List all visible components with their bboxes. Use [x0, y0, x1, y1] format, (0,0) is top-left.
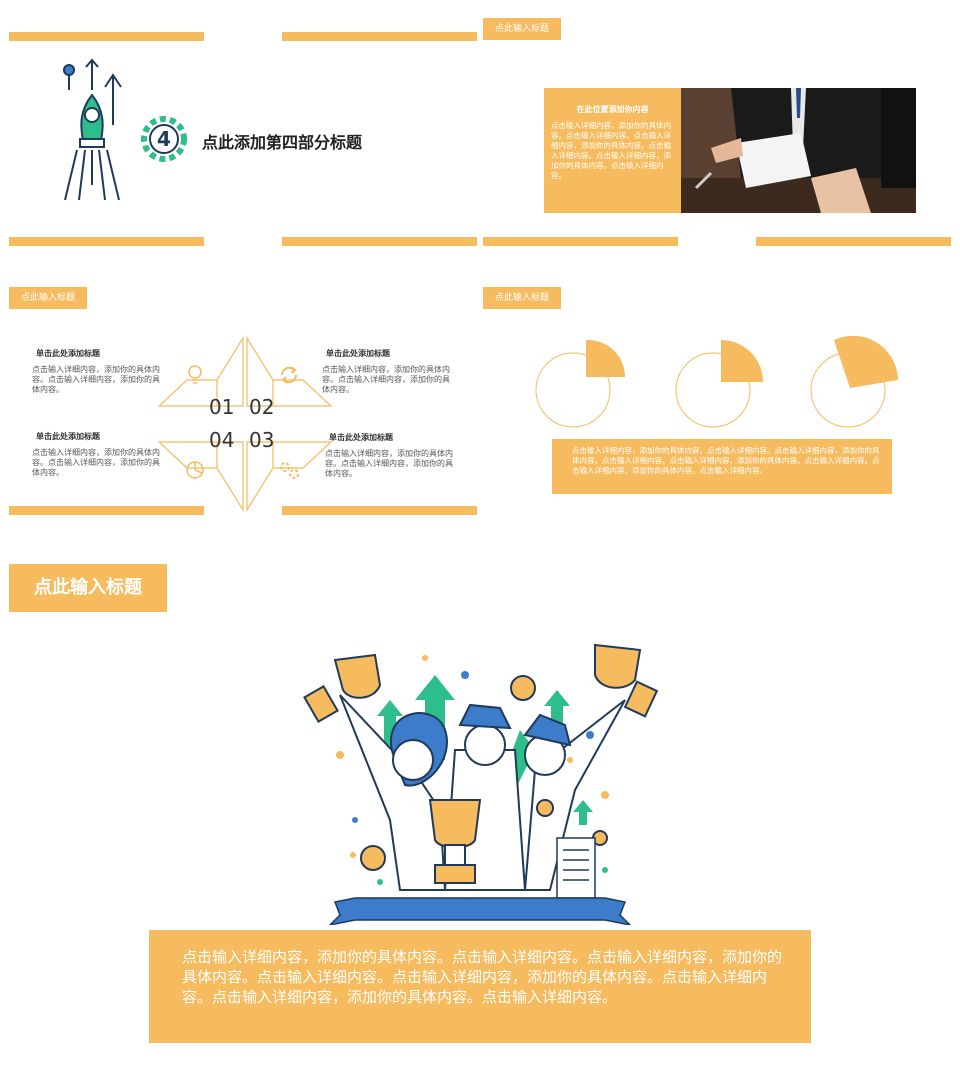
slide4-tag: 点此输入标题 — [483, 287, 561, 309]
slide3-tag: 点此输入标题 — [9, 287, 87, 309]
pie-chart-1 — [535, 339, 626, 428]
top-bar — [282, 32, 477, 41]
top-bar-1 — [483, 237, 678, 246]
num-03: 03 — [249, 428, 275, 452]
item-3: 单击此处添加标题 点击输入详细内容，添加你的具体内容。点击输入详细内容，添加你的… — [325, 432, 460, 479]
section-title: 点此添加第四部分标题 — [202, 133, 363, 152]
celebration-text-box: 点击输入详细内容，添加你的具体内容。点击输入详细内容。点击输入详细内容，添加你的… — [149, 930, 811, 1043]
item-2-title: 单击此处添加标题 — [326, 349, 390, 358]
gears-icon — [280, 462, 299, 479]
num-04: 04 — [209, 428, 235, 452]
gear-number-icon — [141, 116, 187, 162]
top-bar-left — [9, 32, 204, 41]
num-01: 01 — [209, 395, 235, 419]
bottom-bar — [282, 237, 477, 246]
bottom-bar-left — [9, 506, 204, 515]
item-1-title: 单击此处添加标题 — [36, 349, 100, 358]
slide2-tag: 点此输入标题 — [483, 18, 561, 40]
item-3-title: 单击此处添加标题 — [329, 433, 393, 442]
pies-text-box: 点击输入详细内容，添加你的具体内容。点击输入详细内容。点击输入详细内容，添加你的… — [552, 439, 892, 494]
bottom-bar-right — [282, 506, 477, 515]
business-photo — [681, 88, 916, 213]
lightbulb-icon — [188, 365, 202, 384]
item-2: 单击此处添加标题 点击输入详细内容，添加你的具体内容。点击输入详细内容，添加你的… — [322, 348, 457, 395]
top-bar-2 — [756, 237, 951, 246]
refresh-icon — [280, 366, 298, 384]
rocket-icon — [63, 58, 122, 201]
item-3-text: 点击输入详细内容，添加你的具体内容。点击输入详细内容，添加你的具体内容。 — [325, 449, 453, 478]
team-trophy-illustration — [303, 643, 659, 925]
pie-chart-icon — [186, 461, 204, 479]
section-number: 4 — [157, 127, 171, 151]
content-box-text: 点击输入详细内容，添加你的具体内容。点击输入详细内容。点击输入详细内容，添加你的… — [551, 121, 671, 180]
pie-chart-3 — [810, 336, 898, 428]
item-1-text: 点击输入详细内容，添加你的具体内容。点击输入详细内容，添加你的具体内容。 — [32, 365, 160, 394]
item-2-text: 点击输入详细内容，添加你的具体内容。点击输入详细内容，添加你的具体内容。 — [322, 365, 450, 394]
item-4-text: 点击输入详细内容，添加你的具体内容。点击输入详细内容，添加你的具体内容。 — [32, 448, 160, 477]
item-1: 单击此处添加标题 点击输入详细内容，添加你的具体内容。点击输入详细内容，添加你的… — [32, 348, 167, 395]
item-4: 单击此处添加标题 点击输入详细内容，添加你的具体内容。点击输入详细内容，添加你的… — [32, 431, 167, 478]
item-4-title: 单击此处添加标题 — [36, 432, 100, 441]
num-02: 02 — [249, 395, 275, 419]
content-box: 在此位置添加你内容 点击输入详细内容，添加你的具体内容。点击输入详细内容。点击输… — [544, 88, 681, 213]
slide5-tag: 点此输入标题 — [9, 564, 167, 612]
content-box-title: 在此位置添加你内容 — [576, 105, 649, 114]
top-bar — [9, 237, 204, 246]
pie-chart-2 — [675, 340, 763, 428]
four-arrow-diagram — [157, 336, 333, 512]
